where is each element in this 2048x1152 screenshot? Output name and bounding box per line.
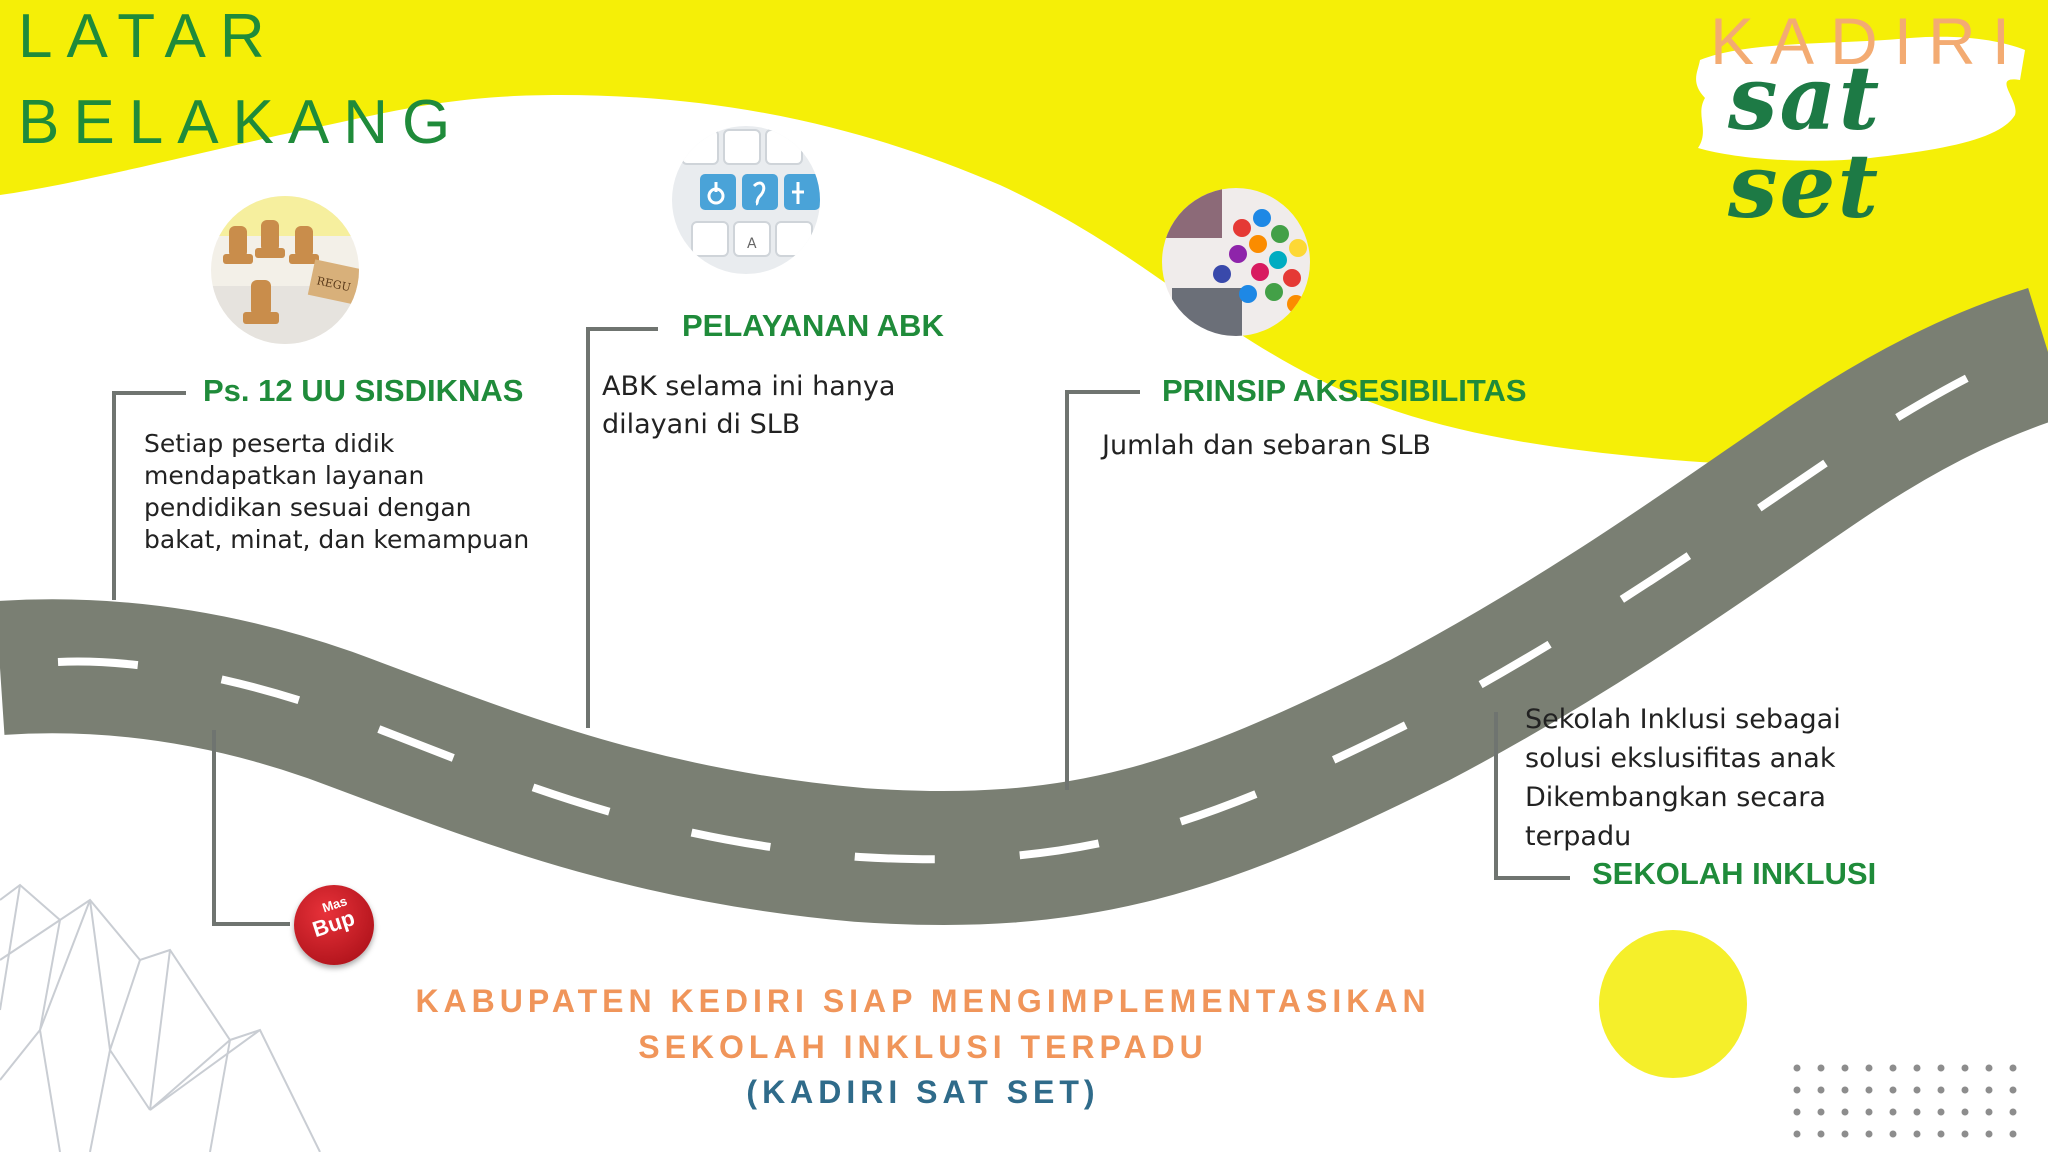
milestone-4-heading: SEKOLAH INKLUSI [1592,856,1877,891]
milestone-1-line: bakat, minat, dan kemampuan [144,525,530,554]
decorative-dot [1985,1064,1993,1072]
title-line-2: BELAKANG [18,88,465,157]
decorative-dot [1841,1130,1849,1138]
yellow-wave-shape [0,0,2048,464]
logo-brush-background [1696,36,2025,161]
footer-line-1: KABUPATEN KEDIRI SIAP MENGIMPLEMENTASIKA… [415,983,1431,1019]
dot-grid [1793,1064,2017,1138]
milestone-4-line: terpadu [1525,821,1632,852]
title-line-1: LATAR [18,2,279,71]
milestone-1-line: Setiap peserta didik [144,429,395,458]
milestone-4-body: Sekolah Inklusi sebagai solusi ekslusifi… [1525,706,1841,862]
decorative-dot [1961,1130,1969,1138]
badge-line-2: Bup [309,905,358,943]
decorative-dot [1889,1086,1897,1094]
decorative-dot [1961,1064,1969,1072]
decorative-dot [1817,1130,1825,1138]
logo-sat-set-text: sat set [1728,46,1882,238]
connector-4 [1494,712,1570,880]
decorative-dot [1793,1086,1801,1094]
geometric-line-art [0,883,321,1152]
social-media-icons-photo [1162,188,1310,336]
badge-text: Mas Bup [301,892,367,958]
decorative-dot [1913,1130,1921,1138]
milestone-2-line: ABK selama ini hanya [602,371,896,402]
logo-kadiri-text: KADIRI [1710,4,2027,78]
decorative-dot [2009,1086,2017,1094]
milestone-4-line: Dikembangkan secara [1525,782,1826,813]
decorative-dot [1961,1108,1969,1116]
milestone-3-heading: PRINSIP AKSESIBILITAS [1162,373,1527,408]
decorative-dot [2009,1064,2017,1072]
road-center-line [57,358,2002,864]
milestone-1-line: pendidikan sesuai dengan [144,493,472,522]
footer-line-3: (KADIRI SAT SET) [746,1074,1100,1110]
milestone-1-line: mendapatkan layanan [144,461,425,490]
decorative-dot [1865,1130,1873,1138]
decorative-dot [1937,1130,1945,1138]
milestone-2-body: ABK selama ini hanya dilayani di SLB [602,373,895,449]
decorative-dot [1817,1064,1825,1072]
milestone-3-line: Jumlah dan sebaran SLB [1102,430,1431,461]
milestone-1-heading: Ps. 12 UU SISDIKNAS [203,373,524,408]
milestone-3-body: Jumlah dan sebaran SLB [1102,432,1431,459]
decorative-dot [2009,1130,2017,1138]
decorative-dot [1817,1108,1825,1116]
connector-2 [586,327,658,728]
decorative-dot [1889,1130,1897,1138]
mas-bup-badge: Mas Bup [294,885,374,965]
stamps-photo: REGU [211,196,359,344]
decorative-dot [1793,1130,1801,1138]
svg-text:A: A [747,236,757,252]
milestone-2-heading: PELAYANAN ABK [682,308,944,343]
milestone-2-line: dilayani di SLB [602,409,801,440]
decorative-dot [1865,1064,1873,1072]
milestone-4-line: solusi ekslusifitas anak [1525,743,1836,774]
decorative-dot [1841,1086,1849,1094]
decorative-dot [1913,1064,1921,1072]
decorative-dot [1913,1086,1921,1094]
decorative-dot [1937,1064,1945,1072]
connector-3 [1065,390,1140,790]
decorative-dot [1793,1108,1801,1116]
milestone-1-body: Setiap peserta didik mendapatkan layanan… [144,431,529,559]
decorative-dot [1889,1108,1897,1116]
decorative-dot [1913,1108,1921,1116]
connector-badge [212,730,290,926]
decorative-dot [1817,1086,1825,1094]
footer-line-2: SEKOLAH INKLUSI TERPADU [638,1029,1208,1065]
decorative-dot [1985,1130,1993,1138]
decorative-dot [1889,1064,1897,1072]
accessibility-keyboard-photo: A [672,126,820,274]
decorative-dot [1961,1086,1969,1094]
decorative-dot [1937,1108,1945,1116]
decorative-dot [1865,1086,1873,1094]
decorative-dot [1841,1064,1849,1072]
decorative-dot [1841,1108,1849,1116]
yellow-circle [1599,930,1747,1078]
decorative-dot [1793,1064,1801,1072]
decorative-dot [1985,1108,1993,1116]
decorative-dot [1937,1086,1945,1094]
decorative-dot [2009,1108,2017,1116]
connector-1 [112,391,186,600]
decorative-dot [1985,1086,1993,1094]
milestone-4-line: Sekolah Inklusi sebagai [1525,704,1841,735]
decorative-dot [1865,1108,1873,1116]
